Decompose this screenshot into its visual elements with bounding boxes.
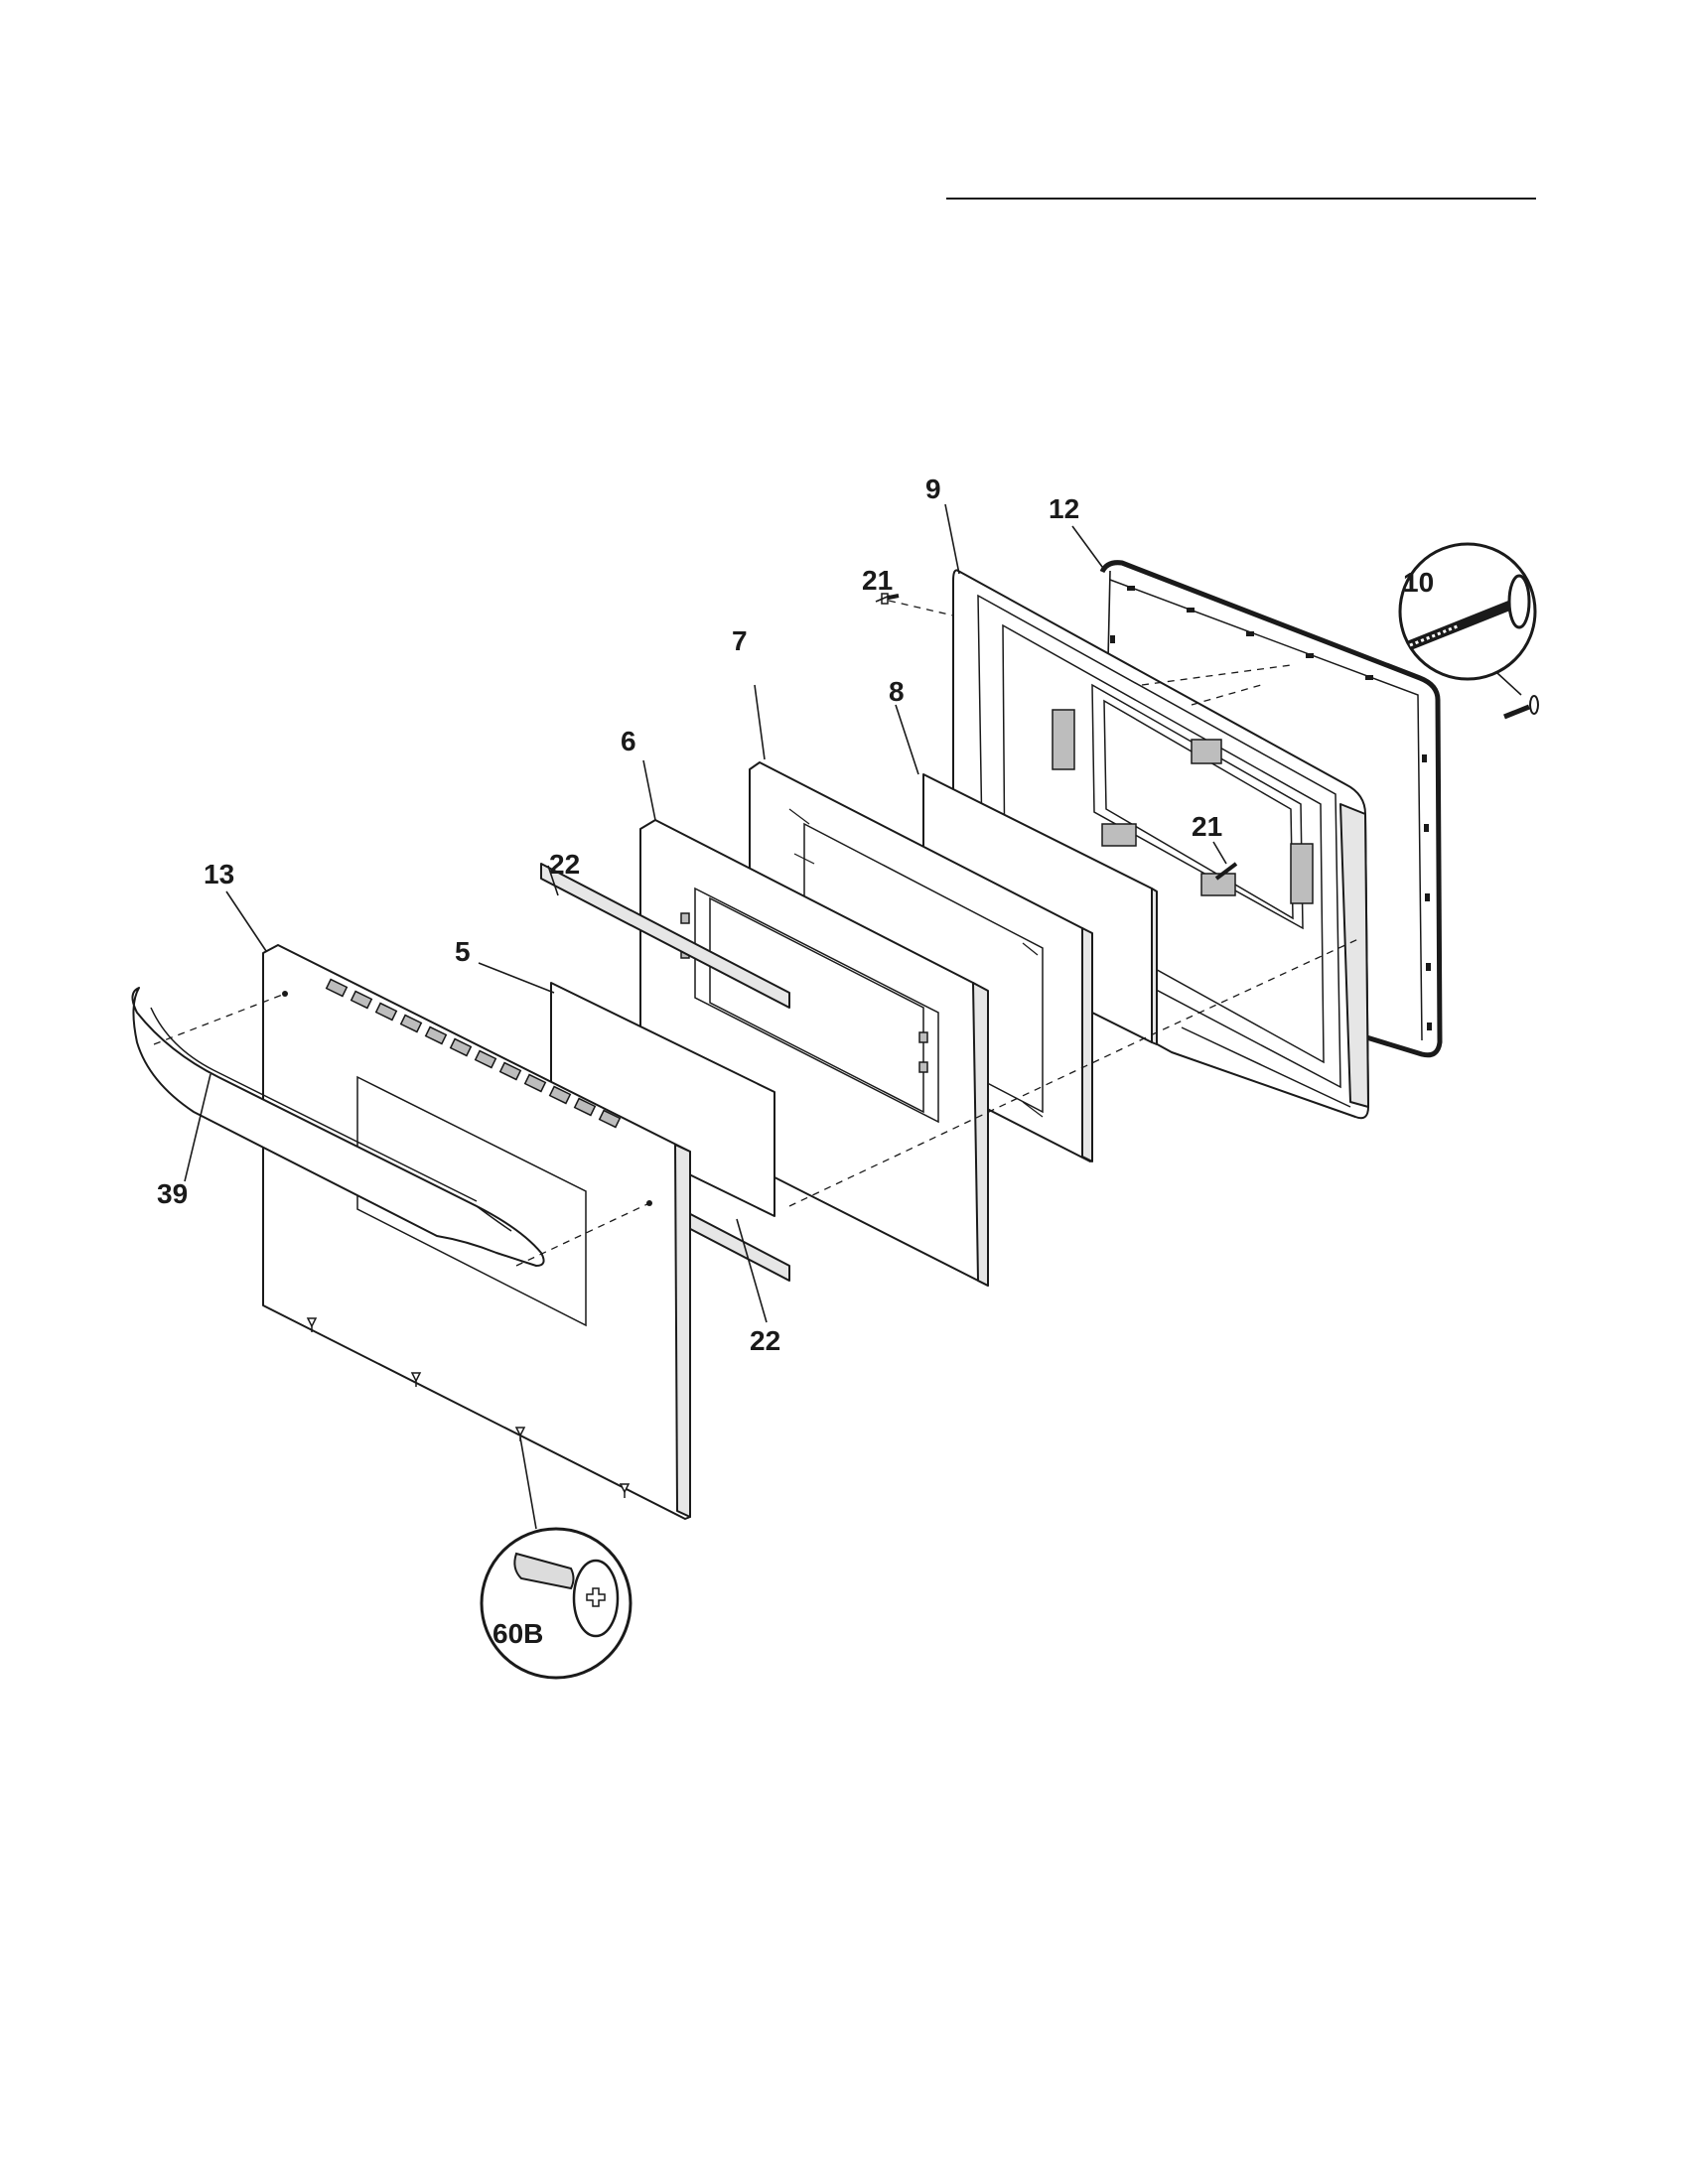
door-gasket-part-12	[1099, 560, 1443, 1058]
label-part-22-bottom: 22	[750, 1325, 780, 1356]
glass-channel-part-22-bottom	[674, 1205, 790, 1282]
hinge-pin-part-21-middle	[1214, 862, 1238, 881]
glass-channel-part-22-top	[540, 863, 790, 1009]
label-part-60b: 60B	[492, 1618, 543, 1649]
leader-lines	[184, 503, 1227, 1323]
label-part-8: 8	[889, 676, 905, 707]
label-part-10: 10	[1403, 567, 1434, 598]
label-part-5: 5	[455, 936, 471, 967]
part-number-labels: 9 12 21 10 7 8 6 21 22 13 5 39 22 60B	[157, 474, 1434, 1649]
shoulder-screw-part-10	[1398, 542, 1539, 720]
label-part-13: 13	[204, 859, 234, 889]
label-part-12: 12	[1049, 493, 1079, 524]
label-part-22-top: 22	[549, 849, 580, 880]
inner-door-panel-part-6	[639, 819, 989, 1287]
label-part-39: 39	[157, 1178, 188, 1209]
screw-detail-part-60b	[480, 1436, 633, 1680]
door-screws	[306, 1317, 631, 1498]
door-handle-part-39	[131, 987, 545, 1267]
label-part-9: 9	[925, 474, 941, 504]
label-part-21-top: 21	[862, 565, 893, 596]
label-part-6: 6	[621, 726, 636, 756]
alignment-lines	[153, 600, 1361, 1267]
window-glass-part-5	[550, 982, 775, 1217]
label-part-7: 7	[732, 625, 748, 656]
label-part-21-middle: 21	[1192, 811, 1222, 842]
